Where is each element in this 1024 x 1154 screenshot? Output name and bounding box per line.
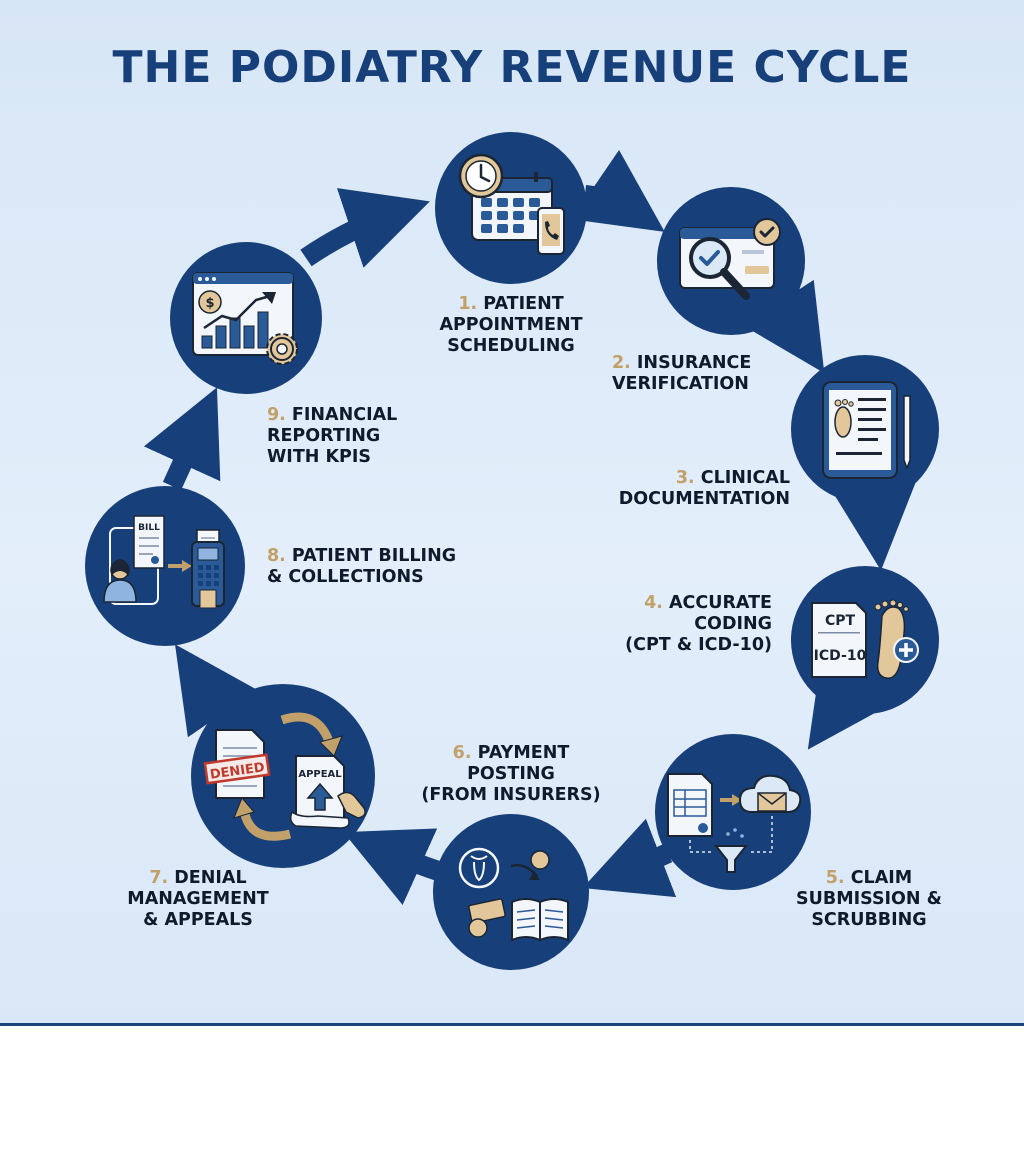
- arrow-9-to-1: [300, 188, 430, 268]
- cpt-icd10-foot-icon: CPT ICD-10: [811, 599, 919, 679]
- calendar-clock-phone-icon: [458, 153, 565, 255]
- step-5-line-1: CLAIM: [850, 868, 913, 888]
- arrow-8-to-9: [143, 387, 221, 491]
- revenue-cycle-diagram: CPT ICD-10: [85, 132, 939, 970]
- arrow-7-to-8: [174, 644, 258, 738]
- step-9-line-3: WITH KPIS: [267, 447, 371, 467]
- step-9-label: 9. FINANCIAL REPORTING WITH KPIS: [267, 405, 447, 468]
- step-2-label: 2. INSURANCE VERIFICATION: [612, 353, 792, 395]
- step-6-number: 6.: [452, 743, 472, 763]
- step-1-line-2: APPOINTMENT: [439, 315, 583, 335]
- step-3-line-1: CLINICAL: [700, 468, 790, 488]
- step-1-line-3: SCHEDULING: [447, 336, 575, 356]
- cpt-tag: CPT: [825, 613, 856, 629]
- payment-ledger-icon: [458, 847, 569, 942]
- step-8-label: 8. PATIENT BILLING & COLLECTIONS: [267, 546, 497, 588]
- appeal-tag: APPEAL: [298, 769, 342, 780]
- step-5-line-2: SUBMISSION &: [796, 889, 942, 909]
- magnifier-check-card-icon: [679, 218, 781, 300]
- step-9-line-2: REPORTING: [267, 426, 381, 446]
- step-4-line-3: (CPT & ICD-10): [625, 635, 772, 655]
- step-3-line-2: DOCUMENTATION: [618, 489, 790, 509]
- step-7-line-3: & APPEALS: [143, 910, 253, 930]
- bill-tag: BILL: [138, 523, 160, 533]
- step-7-line-2: MANAGEMENT: [127, 889, 269, 909]
- step-6-line-2: POSTING: [467, 764, 555, 784]
- step-3-label: 3. CLINICAL DOCUMENTATION: [560, 468, 790, 510]
- step-6-circle: [433, 814, 589, 970]
- form-cloud-filter-icon: [667, 773, 802, 873]
- step-1-line-1: PATIENT: [483, 294, 564, 314]
- step-6-line-1: PAYMENT: [477, 743, 570, 763]
- step-9-line-1: FINANCIAL: [291, 405, 398, 425]
- step-2-number: 2.: [612, 353, 631, 373]
- icd10-tag: ICD-10: [814, 648, 867, 664]
- step-2-line-2: VERIFICATION: [612, 374, 749, 394]
- step-3-number: 3.: [675, 468, 695, 488]
- step-6-label: 6. PAYMENT POSTING (FROM INSURERS): [396, 743, 626, 806]
- financial-chart-gear-icon: $: [192, 272, 298, 365]
- svg-text:$: $: [205, 296, 214, 311]
- denied-appeal-icon: DENIED APPEAL: [203, 712, 366, 841]
- page-title: THE PODIATRY REVENUE CYCLE: [112, 42, 912, 93]
- step-4-line-1: ACCURATE: [669, 593, 772, 613]
- bottom-rule: [0, 1023, 1024, 1026]
- bill-card-terminal-icon: BILL: [103, 515, 225, 609]
- step-6-line-3: (FROM INSURERS): [421, 785, 601, 805]
- step-9-number: 9.: [267, 405, 286, 425]
- step-5-number: 5.: [825, 868, 845, 888]
- arrow-5-to-6: [582, 818, 677, 898]
- step-1-label: 1. PATIENT APPOINTMENT SCHEDULING: [416, 294, 606, 357]
- step-2-line-1: INSURANCE: [636, 353, 752, 373]
- arrow-1-to-2: [571, 149, 665, 232]
- step-4-number: 4.: [644, 593, 663, 613]
- step-8-line-2: & COLLECTIONS: [267, 567, 424, 587]
- step-7-label: 7. DENIAL MANAGEMENT & APPEALS: [108, 868, 288, 931]
- step-8-line-1: PATIENT BILLING: [291, 546, 457, 566]
- step-4-line-2: CODING: [694, 614, 772, 634]
- step-4-label: 4. ACCURATE CODING (CPT & ICD-10): [590, 593, 772, 656]
- tablet-footprint-icon: [822, 381, 911, 479]
- step-7-number: 7.: [149, 868, 169, 888]
- step-8-number: 8.: [267, 546, 286, 566]
- step-5-label: 5. CLAIM SUBMISSION & SCRUBBING: [774, 868, 964, 931]
- step-1-number: 1.: [458, 294, 478, 314]
- step-7-line-1: DENIAL: [174, 868, 247, 888]
- step-5-line-3: SCRUBBING: [811, 910, 927, 930]
- arrow-6-to-7: [343, 828, 448, 906]
